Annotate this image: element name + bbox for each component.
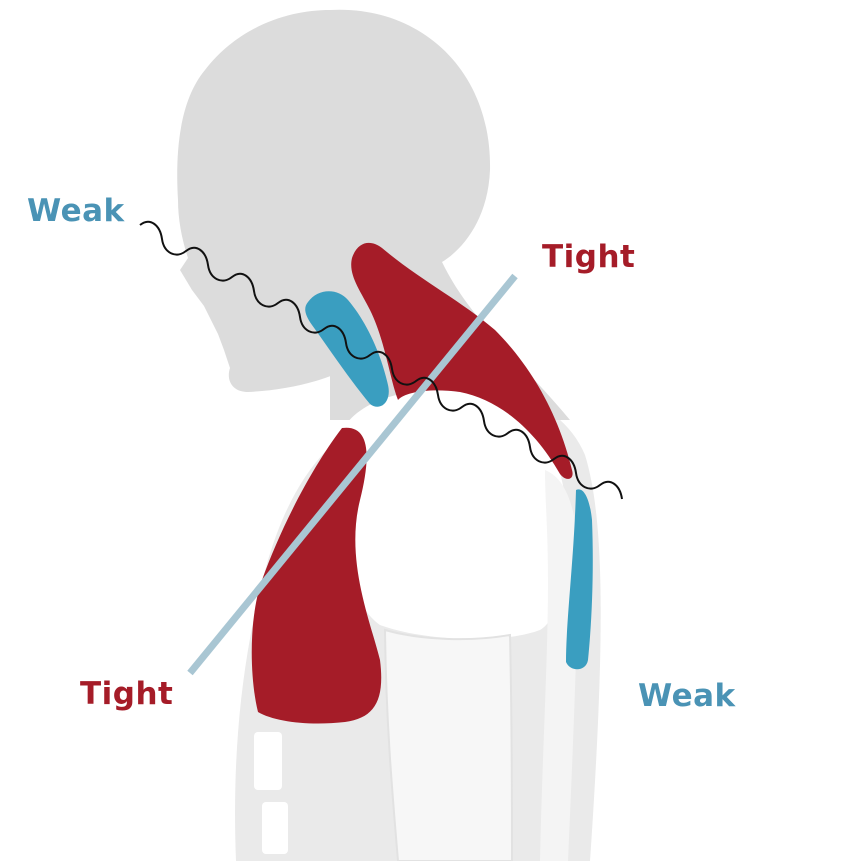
tight-label-top: Tight — [542, 239, 636, 275]
pectoral-muscle-tight — [251, 427, 382, 724]
tight-crossing-line — [187, 273, 518, 676]
upper-trapezius-tight — [351, 242, 573, 479]
shoulder-bone — [335, 390, 567, 640]
weak-label-top: Weak — [27, 193, 125, 229]
weak-label-bottom: Weak — [638, 678, 736, 714]
weak-crossing-line — [139, 220, 623, 500]
rib-segment — [254, 732, 282, 790]
humerus-bone — [383, 628, 513, 861]
rib-segment — [262, 802, 288, 854]
lower-trapezius-weak — [566, 489, 593, 670]
spine-column — [540, 470, 579, 861]
tight-label-bottom: Tight — [80, 676, 174, 712]
